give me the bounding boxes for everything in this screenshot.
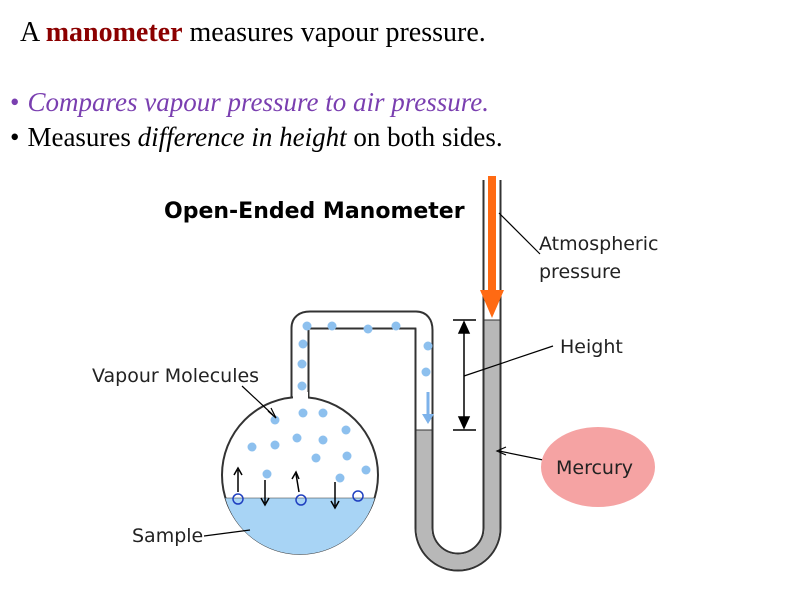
bullet-item: •Measures difference in height on both s… [10,121,503,153]
label-atmospheric: Atmospheric [539,233,658,255]
diagram-heading: Open-Ended Manometer [164,199,465,224]
bullet-item: •Compares vapour pressure to air pressur… [10,86,503,118]
vapour-molecules [247,321,433,483]
slide-title: A manometer measures vapour pressure. [20,16,486,50]
atmospheric-arrow-icon [480,176,504,318]
bullet-dot: • [10,87,20,117]
label-pressure: pressure [539,261,621,283]
height-arrow-icon [453,319,476,431]
bullet-text-after: on both sides. [353,122,503,153]
label-height: Height [560,336,623,358]
bullet-emphasis: difference in height [137,122,347,153]
title-keyword: manometer [45,17,183,48]
label-mercury: Mercury [556,457,633,479]
label-vapour-molecules: Vapour Molecules [92,365,259,387]
title-prefix: A [20,17,39,48]
bullet-list: •Compares vapour pressure to air pressur… [10,86,503,157]
molecule-arrows [233,466,340,510]
liquid-sample [224,497,376,555]
bullet-text: Compares vapour pressure to air pressure… [27,87,489,117]
flask-neck [293,392,308,414]
manometer-diagram: Open-Ended Manometer [92,176,658,572]
title-suffix: measures vapour pressure. [189,17,486,48]
label-sample: Sample [132,525,203,547]
bullet-dot: • [10,122,20,153]
left-arrow-icon [422,392,434,424]
bullet-text-before: Measures [27,122,131,153]
mercury-badge [541,427,655,507]
leader-lines [203,212,554,537]
surface-molecules [232,490,364,506]
mercury-column [416,320,500,570]
